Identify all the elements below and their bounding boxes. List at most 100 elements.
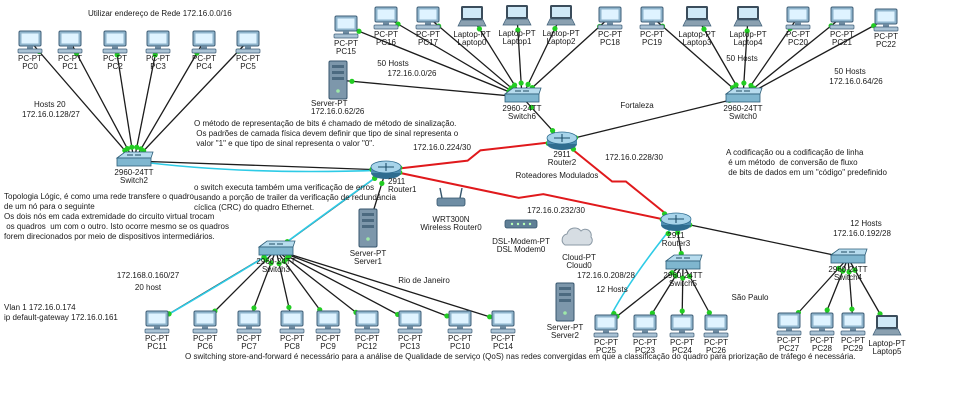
note-coding: A codificação ou a codificação de linha … (726, 148, 887, 177)
stand-icon (343, 31, 349, 34)
screen-icon (844, 315, 862, 326)
pc9-device[interactable] (315, 310, 341, 334)
power-led-icon (366, 237, 370, 241)
pc5-device[interactable] (235, 30, 261, 54)
stand-icon (27, 46, 33, 49)
wireless-device[interactable] (436, 187, 466, 207)
pc6-device[interactable] (192, 310, 218, 334)
switch5-device[interactable] (664, 254, 703, 270)
screen-icon (377, 9, 395, 20)
server1-type-label: Server-PT (350, 249, 387, 258)
stand-icon (154, 326, 160, 329)
keyboard-icon (809, 330, 835, 336)
cloud-icon (561, 227, 593, 246)
router2-device[interactable] (546, 131, 578, 150)
server2-device[interactable] (555, 282, 575, 322)
wireless-router-icon (436, 197, 466, 207)
pc22-device[interactable] (873, 8, 899, 32)
pc17-device[interactable] (415, 6, 441, 30)
laptop-screen-icon (739, 8, 757, 18)
router1-device[interactable] (370, 160, 402, 179)
port-led-27-0 (379, 180, 385, 186)
keyboard-icon (354, 328, 380, 334)
keyboard-icon (315, 328, 341, 334)
pc0-device[interactable] (17, 30, 43, 54)
switch4-device[interactable] (829, 248, 868, 264)
laptop-base-icon (733, 19, 763, 27)
switch0-device[interactable] (724, 87, 763, 103)
pc11-device[interactable] (144, 310, 170, 334)
pc27-device[interactable] (776, 312, 802, 336)
laptop-base-icon (457, 19, 487, 27)
pc14-device[interactable] (490, 310, 516, 334)
switch6-device[interactable] (503, 87, 542, 103)
antenna-icon (459, 187, 463, 199)
screen-icon (494, 313, 512, 324)
dsl-device[interactable] (504, 219, 538, 229)
cloud-device[interactable] (561, 227, 593, 246)
laptop5-name-label: Laptop5 (873, 347, 902, 356)
pc20-device[interactable] (785, 6, 811, 30)
wireless-name-label: Wireless Router0 (420, 223, 482, 232)
link-switch3-pc13-36 (275, 249, 411, 322)
port-led-9-1 (476, 26, 483, 32)
stand-icon (202, 326, 208, 329)
modem-led-icon (516, 222, 520, 226)
pc29-device[interactable] (840, 312, 866, 336)
pc25-device[interactable] (593, 314, 619, 338)
pc16-device[interactable] (373, 6, 399, 30)
router2-type-label: 2911 (553, 150, 571, 159)
link-switch3-pc6-31 (204, 249, 277, 322)
pc13-device[interactable] (397, 310, 423, 334)
pc23-device[interactable] (632, 314, 658, 338)
laptop3-device[interactable] (682, 6, 712, 27)
laptop-screen-icon (463, 8, 481, 18)
pc12-name-label: PC12 (357, 342, 378, 351)
link-switch2-pc1-1 (69, 40, 135, 162)
pc19-device[interactable] (639, 6, 665, 30)
port-led-16-0 (741, 80, 747, 86)
server1-device[interactable] (358, 208, 378, 248)
keyboard-icon (191, 48, 217, 54)
pc4-device[interactable] (191, 30, 217, 54)
stand-icon (112, 46, 118, 49)
switch2-device[interactable] (115, 151, 154, 167)
pc10-type-label: PC-PT (448, 334, 472, 343)
link-switch6-pc16-7 (385, 16, 523, 98)
pc2-device[interactable] (102, 30, 128, 54)
screen-icon (106, 33, 124, 44)
router3-device[interactable] (660, 212, 692, 231)
laptop1-device[interactable] (502, 5, 532, 26)
switch3-name-label: Switch3 (262, 265, 291, 274)
pc12-device[interactable] (354, 310, 380, 334)
pc3-device[interactable] (145, 30, 171, 54)
pc15-device[interactable] (333, 15, 359, 39)
switch3-device[interactable] (257, 240, 296, 256)
pc18-device[interactable] (597, 6, 623, 30)
keyboard-icon (145, 48, 171, 54)
link-router1-router2-23 (385, 140, 563, 171)
note-vlan: Vlan 1 172.16.0.174 ip default-gateway 1… (4, 303, 118, 322)
label-net0: 172.16.0.0/26 (388, 69, 437, 78)
laptop2-device[interactable] (546, 5, 576, 26)
laptop5-device[interactable] (872, 315, 902, 336)
pc10-device[interactable] (447, 310, 473, 334)
port-led-49-0 (846, 269, 852, 275)
pc26-device[interactable] (703, 314, 729, 338)
stand-icon (795, 22, 801, 25)
port-led-33-0 (276, 261, 282, 267)
laptop-base-icon (502, 18, 532, 26)
pc24-device[interactable] (669, 314, 695, 338)
server-top-device[interactable] (328, 60, 348, 100)
pc28-device[interactable] (809, 312, 835, 336)
pc1-device[interactable] (57, 30, 83, 54)
pc21-device[interactable] (829, 6, 855, 30)
pc7-device[interactable] (236, 310, 262, 334)
drive-bay-icon (332, 77, 344, 80)
pc8-device[interactable] (279, 310, 305, 334)
power-led-icon (336, 89, 340, 93)
laptop0-device[interactable] (457, 6, 487, 27)
laptop4-device[interactable] (733, 6, 763, 27)
port-led-43-0 (672, 273, 679, 279)
screen-icon (833, 9, 851, 20)
